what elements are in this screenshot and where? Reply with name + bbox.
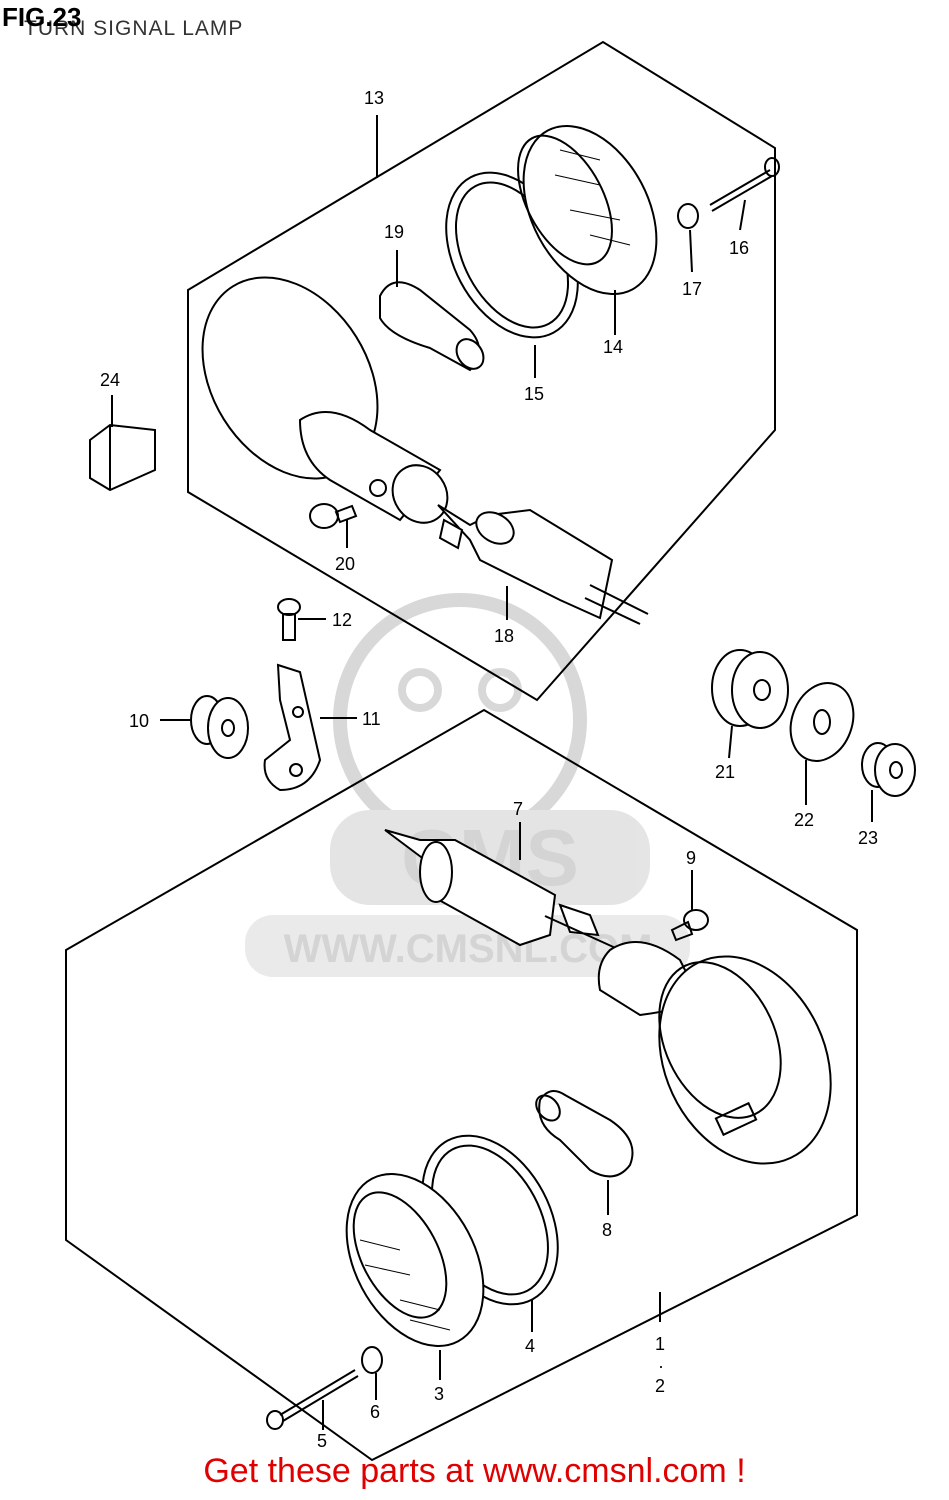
callout-12: 12 bbox=[332, 610, 352, 630]
callout-18: 18 bbox=[494, 626, 514, 646]
watermark: CMS WWW.CMSNL.COM bbox=[245, 593, 690, 977]
callout-7: 7 bbox=[513, 799, 523, 819]
upper-assembly-outline bbox=[187, 40, 776, 702]
washer-22 bbox=[789, 682, 855, 762]
callout-15: 15 bbox=[524, 384, 544, 404]
callout-19: 19 bbox=[384, 222, 404, 242]
figure-subtitle: TURN SIGNAL LAMP bbox=[24, 17, 244, 40]
callout-labels: 1 2 3 4 5 6 7 8 9 10 11 12 13 14 15 16 1… bbox=[100, 88, 878, 1451]
lower-lens bbox=[345, 1173, 485, 1347]
callout-8: 8 bbox=[602, 1220, 612, 1240]
callout-10: 10 bbox=[129, 711, 149, 731]
lower-washer bbox=[361, 1346, 383, 1374]
callout-9: 9 bbox=[686, 848, 696, 868]
lower-bulb bbox=[535, 1090, 634, 1178]
upper-lens-screw bbox=[709, 157, 780, 212]
lower-assembly-outline bbox=[65, 708, 858, 1462]
cushion-21 bbox=[711, 649, 789, 729]
upper-bulb bbox=[379, 281, 485, 372]
footer-link[interactable]: Get these parts at www.cmsnl.com ! bbox=[203, 1452, 746, 1490]
callout-22: 22 bbox=[794, 810, 814, 830]
callout-3: 3 bbox=[434, 1384, 444, 1404]
callout-1: 1 bbox=[655, 1334, 665, 1354]
callout-6: 6 bbox=[370, 1402, 380, 1422]
callout-13: 13 bbox=[364, 88, 384, 108]
lower-mount-screw bbox=[670, 909, 709, 942]
callout-4: 4 bbox=[525, 1336, 535, 1356]
callout-21: 21 bbox=[715, 762, 735, 782]
callout-16: 16 bbox=[729, 238, 749, 258]
callout-2: 2 bbox=[655, 1376, 665, 1396]
lower-lens-screw bbox=[266, 1369, 359, 1430]
nut-23 bbox=[861, 742, 916, 797]
callout-5: 5 bbox=[317, 1431, 327, 1451]
figure-title: FIG.23 bbox=[2, 2, 82, 32]
callout-20: 20 bbox=[335, 554, 355, 574]
bracket-bolt bbox=[277, 598, 301, 641]
lower-housing bbox=[597, 941, 832, 1165]
callout-14: 14 bbox=[603, 337, 623, 357]
callout-23: 23 bbox=[858, 828, 878, 848]
callout-17: 17 bbox=[682, 279, 702, 299]
upper-housing bbox=[201, 276, 449, 524]
upper-tube bbox=[437, 504, 649, 625]
callout-11: 11 bbox=[362, 709, 381, 729]
upper-mount-screw bbox=[309, 503, 358, 529]
bracket-nut bbox=[190, 695, 249, 759]
callout-24: 24 bbox=[100, 370, 120, 390]
relay-cap bbox=[89, 423, 156, 492]
lower-tube bbox=[384, 829, 621, 951]
upper-lens bbox=[517, 124, 658, 296]
diagram-lines bbox=[65, 40, 916, 1462]
callout-dot: · bbox=[658, 1356, 664, 1376]
upper-washer bbox=[677, 203, 699, 229]
mounting-bracket bbox=[263, 663, 322, 792]
